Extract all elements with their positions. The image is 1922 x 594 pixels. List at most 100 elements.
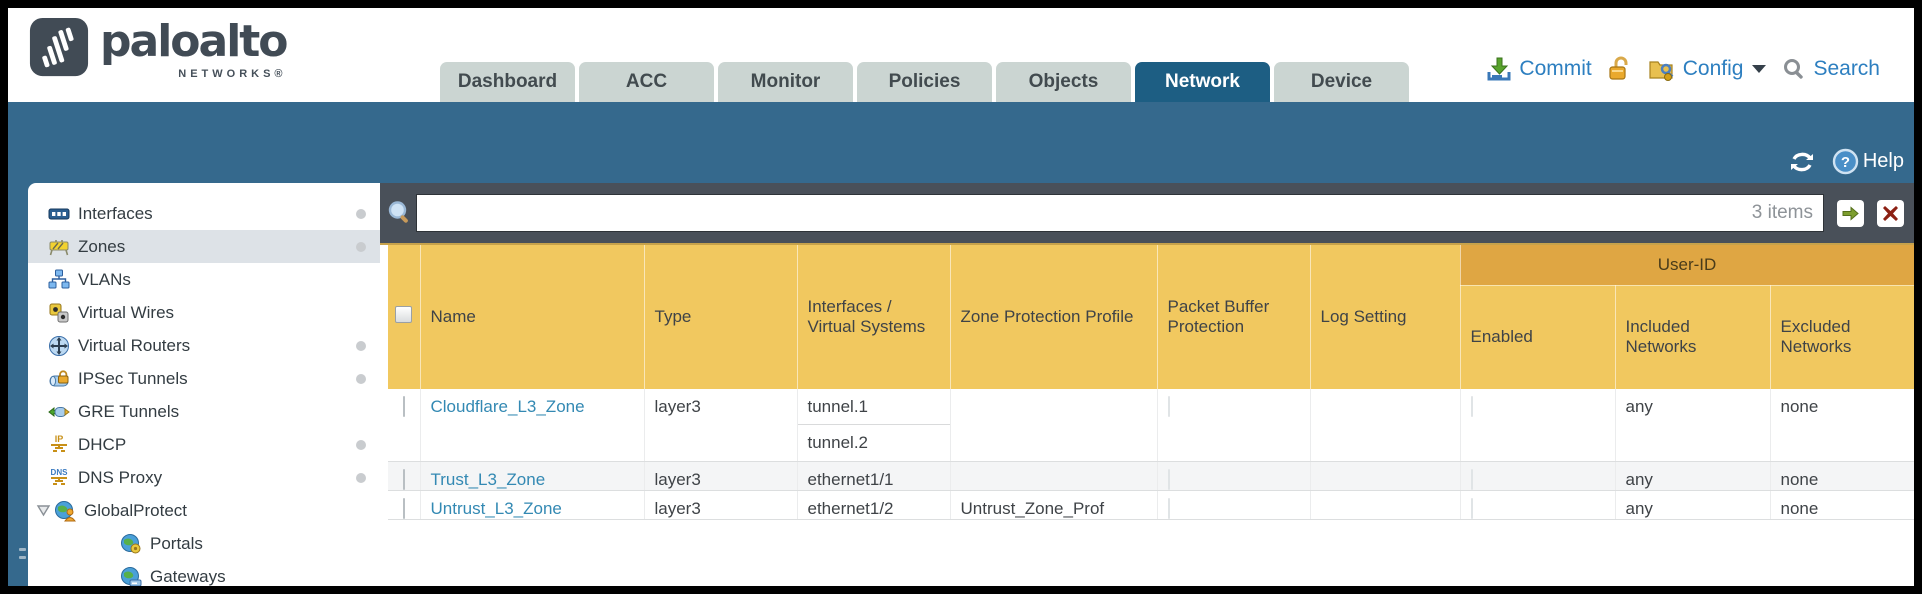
panos-web-ui: paloalto NETWORKS® Dashboard ACC Monitor… [8,8,1914,586]
globalprotect-icon [55,500,76,521]
sidebar-item-ipsec-tunnels[interactable]: IPSec Tunnels [28,362,380,395]
excluded-networks: none [1770,490,1914,520]
included-networks: any [1615,389,1771,462]
zone-name-link[interactable]: Trust_L3_Zone [420,461,645,491]
commit-icon [1487,57,1511,81]
sidebar-item-label: DHCP [78,434,127,454]
filter-input[interactable] [417,195,1752,231]
interfaces-icon [48,208,70,219]
sidebar-item-gre-tunnels[interactable]: GRE Tunnels [28,395,380,428]
panel-resize-handle[interactable] [19,548,26,570]
ipsec-tunnels-icon [49,369,69,386]
global-search-button[interactable]: Search [1782,57,1880,81]
excluded-networks: none [1770,389,1914,462]
log-setting [1310,389,1461,462]
sidebar-item-label: Virtual Routers [78,335,191,355]
sidebar-item-label: IPSec Tunnels [78,368,188,388]
packet-buffer-protection-checkbox[interactable] [1167,396,1170,417]
clear-filter-button[interactable] [1877,199,1904,227]
select-all-checkbox[interactable] [395,306,413,323]
packet-buffer-protection-checkbox[interactable] [1167,498,1170,519]
refresh-icon[interactable] [1788,149,1816,175]
paloalto-logo-icon [29,17,89,77]
col-header-packet-buffer-protection[interactable]: Packet Buffer Protection [1157,245,1311,389]
user-id-enabled-checkbox[interactable] [1470,498,1473,519]
svg-text:?: ? [1841,154,1850,171]
interface-entry: tunnel.1 [797,389,950,425]
zone-name-link[interactable]: Cloudflare_L3_Zone [420,389,645,462]
col-header-type[interactable]: Type [644,245,798,389]
paloalto-logo: paloalto NETWORKS® [28,16,289,80]
row-checkbox[interactable] [402,396,405,417]
tab-policies[interactable]: Policies [857,62,992,102]
sidebar-item-label: Gateways [150,566,226,586]
col-header-interfaces[interactable]: Interfaces / Virtual Systems [797,245,951,389]
zone-name-link[interactable]: Untrust_L3_Zone [420,490,645,520]
sidebar-item-zones[interactable]: Zones [28,230,380,263]
zones-table: Name Type Interfaces / Virtual Systems Z… [388,245,1914,520]
filter-search-icon[interactable] [387,200,412,226]
sidebar-item-interfaces[interactable]: Interfaces [28,197,380,230]
zone-protection-profile [950,389,1158,462]
tab-monitor[interactable]: Monitor [718,62,853,102]
sidebar-item-vlans[interactable]: VLANs [28,263,380,296]
col-header-name[interactable]: Name [420,245,645,389]
col-header-log-setting[interactable]: Log Setting [1310,245,1461,389]
tab-device[interactable]: Device [1274,62,1409,102]
sidebar-item-portals[interactable]: Portals [28,527,380,560]
gre-tunnels-icon [48,406,70,417]
zone-interfaces: ethernet1/2 [797,490,951,520]
apply-filter-button[interactable] [1837,199,1864,227]
zone-type: layer3 [644,461,798,491]
user-id-enabled-checkbox[interactable] [1470,396,1473,417]
sidebar-item-virtual-wires[interactable]: Virtual Wires [28,296,380,329]
excluded-networks: none [1770,461,1914,491]
col-header-enabled[interactable]: Enabled [1460,285,1616,389]
packet-buffer-protection-checkbox[interactable] [1167,469,1170,490]
commit-button[interactable]: Commit [1486,56,1592,82]
close-x-icon [1883,205,1898,221]
sidebar-item-dns-proxy[interactable]: DNS DNS Proxy [28,461,380,494]
table-row: Untrust_L3_Zone layer3 ethernet1/2 Untru… [388,490,1914,520]
config-menu[interactable]: Config [1648,56,1767,82]
sidebar-item-label: Portals [150,533,203,553]
network-sidebar: Interfaces Zones VLANs [28,183,380,586]
sidebar-item-dhcp[interactable]: IP DHCP [28,428,380,461]
help-icon: ? [1832,148,1859,175]
sidebar-item-label: Interfaces [78,203,153,223]
col-header-included-networks[interactable]: Included Networks [1615,285,1771,389]
zone-type: layer3 [644,490,798,520]
search-icon [1784,59,1804,79]
help-button[interactable]: ? Help [1832,148,1904,175]
row-checkbox[interactable] [402,498,405,519]
unlocked-lock-icon[interactable] [1608,56,1632,82]
tab-dashboard[interactable]: Dashboard [440,62,575,102]
user-id-enabled-checkbox[interactable] [1470,469,1473,490]
status-dot [356,208,366,219]
header-select-all-cell [388,245,421,389]
zone-type: layer3 [644,389,798,462]
tab-objects[interactable]: Objects [996,62,1131,102]
zone-interfaces: ethernet1/1 [797,461,951,491]
collapse-triangle-icon[interactable] [36,503,51,518]
tab-acc[interactable]: ACC [579,62,714,102]
sidebar-item-virtual-routers[interactable]: Virtual Routers [28,329,380,362]
sidebar-item-label: Zones [78,236,126,256]
col-header-zone-protection-profile[interactable]: Zone Protection Profile [950,245,1158,389]
virtual-wires-icon [49,303,69,322]
zones-icon [49,239,69,255]
row-checkbox[interactable] [402,469,405,490]
virtual-routers-icon [49,335,69,356]
status-dot [356,241,366,252]
status-dot [356,340,366,351]
sidebar-item-gateways[interactable]: Gateways [28,560,380,586]
main-nav-tabs: Dashboard ACC Monitor Policies Objects N… [440,62,1409,102]
sidebar-item-globalprotect[interactable]: GlobalProtect [28,494,380,527]
search-label: Search [1813,57,1880,80]
tab-network[interactable]: Network [1135,62,1270,102]
col-header-excluded-networks[interactable]: Excluded Networks [1770,285,1914,389]
filter-toolbar: 3 items [380,183,1914,245]
sidebar-item-label: DNS Proxy [78,467,163,487]
zone-interfaces: tunnel.1 tunnel.2 [797,389,951,462]
